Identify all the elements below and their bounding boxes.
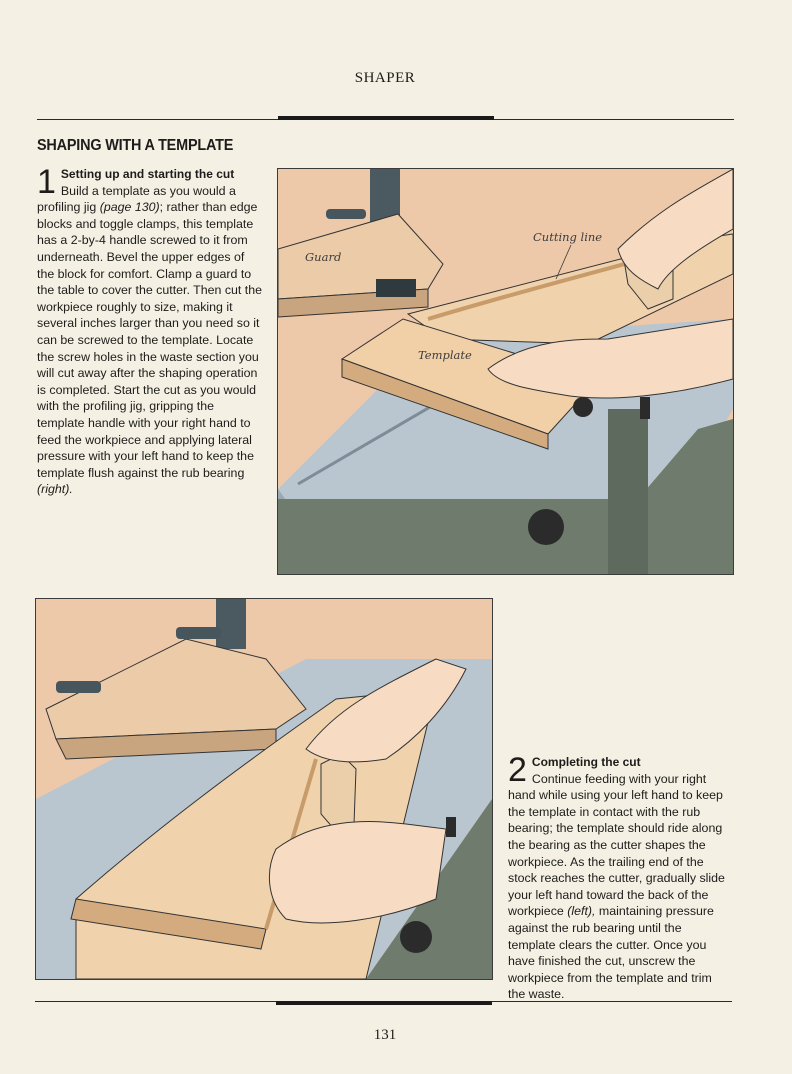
step-2-heading: Completing the cut bbox=[531, 755, 641, 769]
label-guard: Guard bbox=[305, 250, 341, 264]
step-2-direction: (left), bbox=[567, 904, 596, 919]
step-1: 1 Setting up and starting the cut Build … bbox=[37, 163, 263, 498]
step-2-number: 2 bbox=[508, 751, 527, 789]
figure-2-illustration bbox=[35, 598, 493, 980]
page-number: 131 bbox=[373, 1027, 397, 1043]
section-title: SHAPING WITH A TEMPLATE bbox=[37, 137, 234, 154]
step-1-text-b: ; rather than edge blocks and toggle cla… bbox=[37, 200, 263, 480]
step-2: 2 Completing the cut Continue feeding wi… bbox=[508, 751, 730, 1003]
step-1-number: 1 bbox=[37, 163, 56, 201]
label-template: Template bbox=[418, 348, 472, 362]
step-1-page-ref: (page 130) bbox=[99, 200, 160, 215]
step-2-text-a: Continue feeding with your right hand wh… bbox=[508, 771, 725, 919]
figure-1-illustration: Guard Cutting line Template bbox=[277, 168, 734, 575]
top-rule-bar bbox=[278, 116, 494, 120]
bottom-rule-bar bbox=[276, 1001, 492, 1005]
step-2-text-b: maintaining pressure against the rub bea… bbox=[508, 904, 714, 1002]
step-1-text-a: Build a template as you would a profilin… bbox=[37, 183, 236, 215]
step-1-heading: Setting up and starting the cut bbox=[60, 167, 235, 181]
step-1-direction: (right). bbox=[37, 482, 73, 497]
running-head: SHAPER bbox=[354, 70, 416, 86]
label-cutting-line: Cutting line bbox=[533, 230, 602, 244]
